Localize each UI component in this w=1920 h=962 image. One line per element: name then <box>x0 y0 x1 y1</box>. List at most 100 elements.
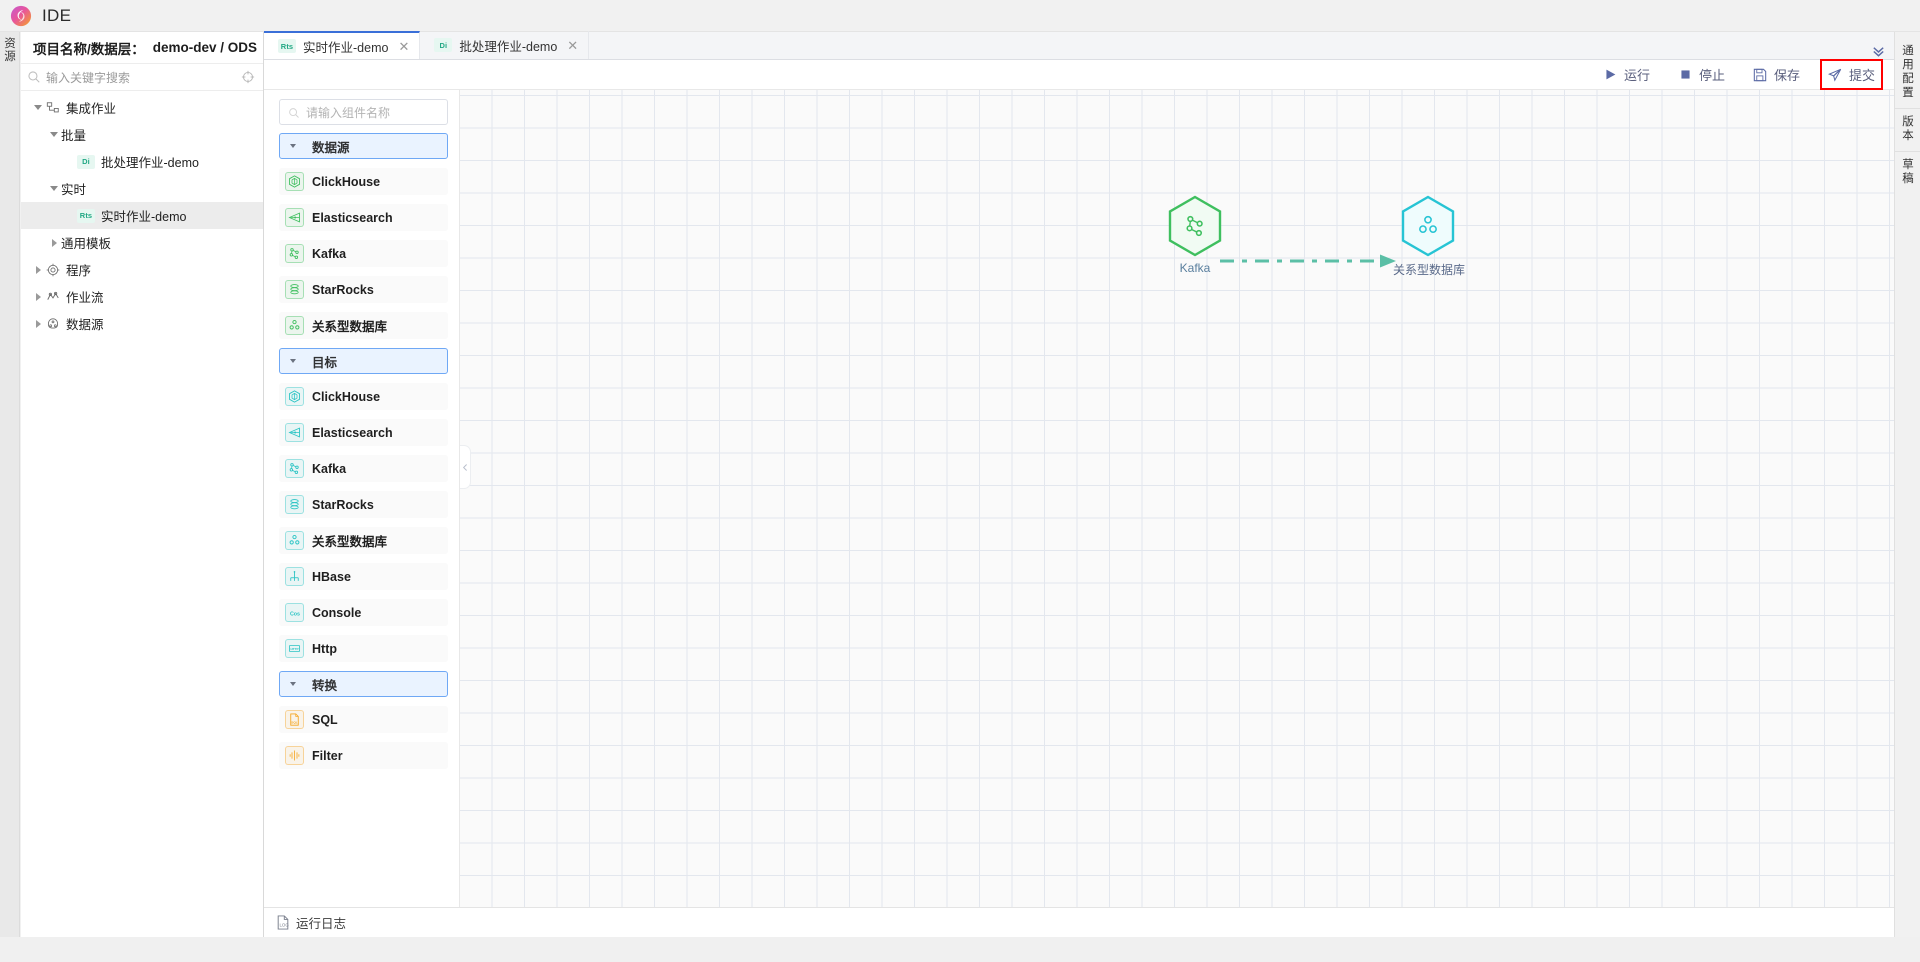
close-icon[interactable]: ✕ <box>567 37 579 53</box>
submit-icon <box>1828 67 1843 82</box>
rdb-icon <box>1400 195 1456 257</box>
left-rail: 资 源 <box>0 32 20 937</box>
palette-section-header-0[interactable]: 数据源 <box>279 133 448 159</box>
close-icon[interactable]: ✕ <box>398 38 410 54</box>
palette-item-0-3[interactable]: StarRocks <box>279 276 448 303</box>
palette-item-1-1[interactable]: Elasticsearch <box>279 419 448 446</box>
app-title: IDE <box>42 5 72 25</box>
palette-item-label: Kafka <box>312 246 347 261</box>
toolbar-button-label: 停止 <box>1698 68 1725 83</box>
flow-node-target[interactable]: 关系型数据库 <box>1393 195 1465 278</box>
clickhouse-icon <box>285 172 304 191</box>
right-rail-tab-2[interactable]: 草稿 <box>1895 152 1920 194</box>
tree-item-1[interactable]: 批量 <box>21 121 263 148</box>
palette-item-label: Console <box>312 605 362 620</box>
toolbar-button-0[interactable]: 运行 <box>1598 62 1655 87</box>
palette-section-title: 转换 <box>312 678 338 693</box>
palette-item-1-0[interactable]: ClickHouse <box>279 383 448 410</box>
palette-item-1-2[interactable]: Kafka <box>279 455 448 482</box>
right-rail-tab-0[interactable]: 通用配置 <box>1895 38 1920 109</box>
palette-item-label: ClickHouse <box>312 174 381 189</box>
palette-item-2-1[interactable]: Filter <box>279 742 448 769</box>
chevron-down-icon[interactable] <box>280 682 306 686</box>
palette-item-label: HBase <box>312 569 351 584</box>
palette-item-1-4[interactable]: 关系型数据库 <box>279 527 448 554</box>
search-icon <box>288 106 300 118</box>
double-chevron-down-icon[interactable] <box>1862 44 1894 59</box>
project-header: 项目名称/数据层： demo-dev / ODS <box>21 32 263 64</box>
flow-edge-source-to-target[interactable] <box>1220 246 1410 276</box>
gear-icon <box>45 263 61 277</box>
tree-item-8[interactable]: 数据源 <box>21 310 263 337</box>
log-file-icon: LOG <box>276 915 290 930</box>
kafka-icon <box>285 244 304 263</box>
http-icon: HTTP <box>285 639 304 658</box>
sidebar-tab-resource[interactable]: 资 源 <box>0 32 20 64</box>
tree-item-5[interactable]: 通用模板 <box>21 229 263 256</box>
right-rail-tab-1[interactable]: 版本 <box>1895 109 1920 152</box>
tree-item-label: 实时作业-demo <box>101 210 187 224</box>
crosshair-icon[interactable] <box>241 70 255 84</box>
chevron-down-icon[interactable] <box>47 132 61 137</box>
right-rail-tab-char: 本 <box>1902 130 1914 142</box>
palette-item-0-4[interactable]: 关系型数据库 <box>279 312 448 339</box>
palette-item-label: Kafka <box>312 461 347 476</box>
chevron-down-icon[interactable] <box>47 186 61 191</box>
tree-item-6[interactable]: 程序 <box>21 256 263 283</box>
tree-item-4[interactable]: Rts 实时作业-demo <box>21 202 263 229</box>
right-rail-tab-char: 版 <box>1902 116 1914 128</box>
palette-section-header-2[interactable]: 转换 <box>279 671 448 697</box>
palette-item-0-1[interactable]: Elasticsearch <box>279 204 448 231</box>
palette-item-label: 关系型数据库 <box>312 535 388 549</box>
toolbar-button-label: 运行 <box>1623 68 1650 83</box>
palette-item-1-6[interactable]: Cos Console <box>279 599 448 626</box>
tree-item-0[interactable]: 集成作业 <box>21 94 263 121</box>
workflow-icon <box>45 290 61 304</box>
tree-search-row[interactable]: 输入关键字搜索 <box>21 64 263 91</box>
palette-collapse-handle[interactable] <box>460 445 471 489</box>
chevron-down-icon[interactable] <box>280 359 306 363</box>
title-bar: IDE <box>0 0 1920 32</box>
job-type-badge: Rts <box>77 208 95 223</box>
tree-item-7[interactable]: 作业流 <box>21 283 263 310</box>
palette-section-header-1[interactable]: 目标 <box>279 348 448 374</box>
play-icon <box>1603 67 1618 82</box>
right-rail-tab-char: 稿 <box>1902 173 1914 185</box>
flow-node-source[interactable]: Kafka <box>1160 195 1230 275</box>
svg-text:HTTP: HTTP <box>290 647 298 651</box>
palette-item-0-2[interactable]: Kafka <box>279 240 448 267</box>
run-log-label: 运行日志 <box>296 917 347 931</box>
chevron-left-icon <box>462 463 467 471</box>
starrocks-icon <box>285 280 304 299</box>
sitemap-icon <box>45 101 61 115</box>
flow-canvas[interactable]: Kafka 关系型数据库 <box>460 90 1894 937</box>
tree-item-label: 作业流 <box>66 291 104 305</box>
chevron-down-icon[interactable] <box>31 105 45 110</box>
toolbar-button-1[interactable]: 停止 <box>1673 62 1730 87</box>
chevron-right-icon[interactable] <box>31 319 45 328</box>
palette-item-1-3[interactable]: StarRocks <box>279 491 448 518</box>
chevron-down-icon[interactable] <box>280 144 306 148</box>
tree-item-label: 批处理作业-demo <box>101 156 199 170</box>
toolbar-button-2[interactable]: 保存 <box>1748 62 1805 87</box>
flow-node-label: Kafka <box>1179 261 1211 275</box>
palette-item-1-5[interactable]: HBase <box>279 563 448 590</box>
left-rail-label-c1: 源 <box>4 51 16 63</box>
chevron-right-icon[interactable] <box>47 238 61 247</box>
toolbar-button-3[interactable]: 提交 <box>1819 59 1884 90</box>
tree-item-3[interactable]: 实时 <box>21 175 263 202</box>
chevron-right-icon[interactable] <box>31 292 45 301</box>
palette-section-title: 数据源 <box>312 140 350 155</box>
chevron-right-icon[interactable] <box>31 265 45 274</box>
palette-item-0-0[interactable]: ClickHouse <box>279 168 448 195</box>
component-search-input[interactable]: 请输入组件名称 <box>279 99 448 125</box>
run-log-bar[interactable]: LOG 运行日志 <box>264 907 1894 937</box>
console-icon: Cos <box>285 603 304 622</box>
